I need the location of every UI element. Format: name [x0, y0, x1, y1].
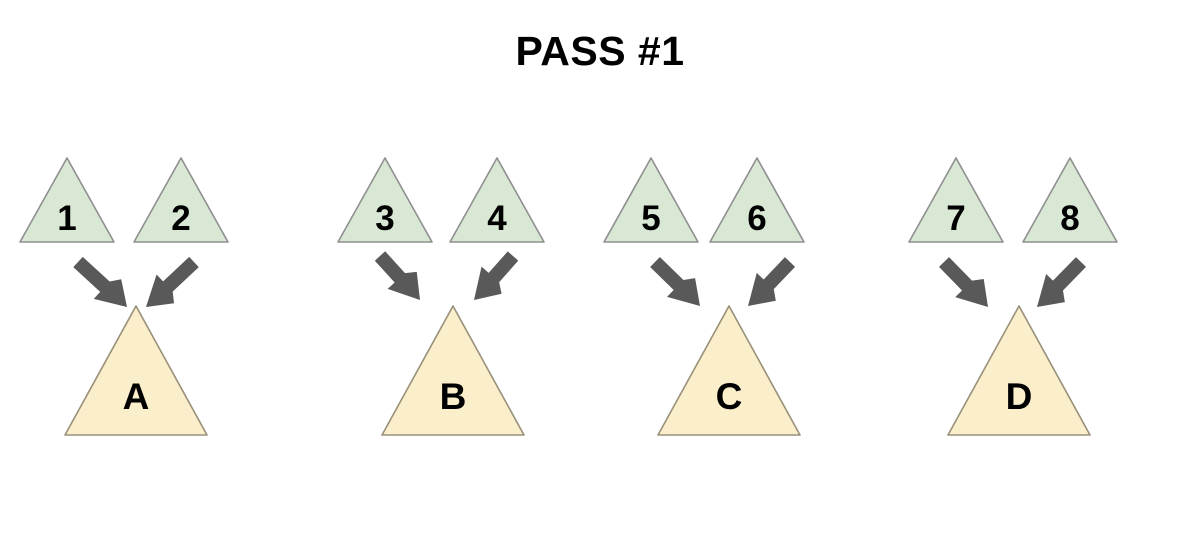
source-triangle-6[interactable]	[709, 157, 805, 243]
source-triangle-2[interactable]	[133, 157, 229, 243]
target-triangle-label-B: B	[440, 376, 467, 417]
arrow-4-to-b	[474, 251, 519, 300]
source-triangle-label-4: 4	[487, 199, 507, 238]
merge-group-group-b: 3 4B	[337, 157, 545, 436]
target-triangle-A[interactable]	[64, 305, 208, 436]
page-title: PASS #1	[515, 28, 685, 74]
source-triangle-1[interactable]	[19, 157, 115, 243]
target-triangle-label-A: A	[123, 376, 150, 417]
source-triangle-label-6: 6	[747, 199, 766, 238]
arrow-6-to-c	[748, 257, 796, 306]
source-triangle-8[interactable]	[1022, 157, 1118, 243]
merge-group-group-c: 5 6C	[603, 157, 805, 436]
merge-group-group-a: 1 2A	[19, 157, 229, 436]
source-triangle-label-8: 8	[1060, 199, 1079, 238]
source-triangle-3[interactable]	[337, 157, 433, 243]
target-triangle-label-D: D	[1006, 376, 1033, 417]
arrow-8-to-d	[1037, 257, 1087, 307]
source-triangle-label-5: 5	[641, 199, 660, 238]
source-triangle-4[interactable]	[449, 157, 545, 243]
target-triangle-D[interactable]	[947, 305, 1091, 436]
arrow-3-to-b	[374, 251, 420, 300]
source-triangle-label-7: 7	[946, 199, 965, 238]
source-triangle-label-3: 3	[375, 199, 394, 238]
source-triangle-label-2: 2	[171, 199, 190, 238]
merge-group-group-d: 7 8D	[908, 157, 1118, 436]
arrow-1-to-a	[73, 256, 127, 307]
target-triangle-label-C: C	[716, 376, 743, 417]
source-triangle-label-1: 1	[57, 199, 76, 238]
arrow-2-to-a	[146, 256, 199, 307]
arrow-5-to-c	[650, 256, 700, 306]
target-triangle-B[interactable]	[381, 305, 525, 436]
target-triangle-C[interactable]	[657, 305, 801, 436]
source-triangle-7[interactable]	[908, 157, 1004, 243]
arrow-7-to-d	[938, 257, 988, 307]
source-triangle-5[interactable]	[603, 157, 699, 243]
